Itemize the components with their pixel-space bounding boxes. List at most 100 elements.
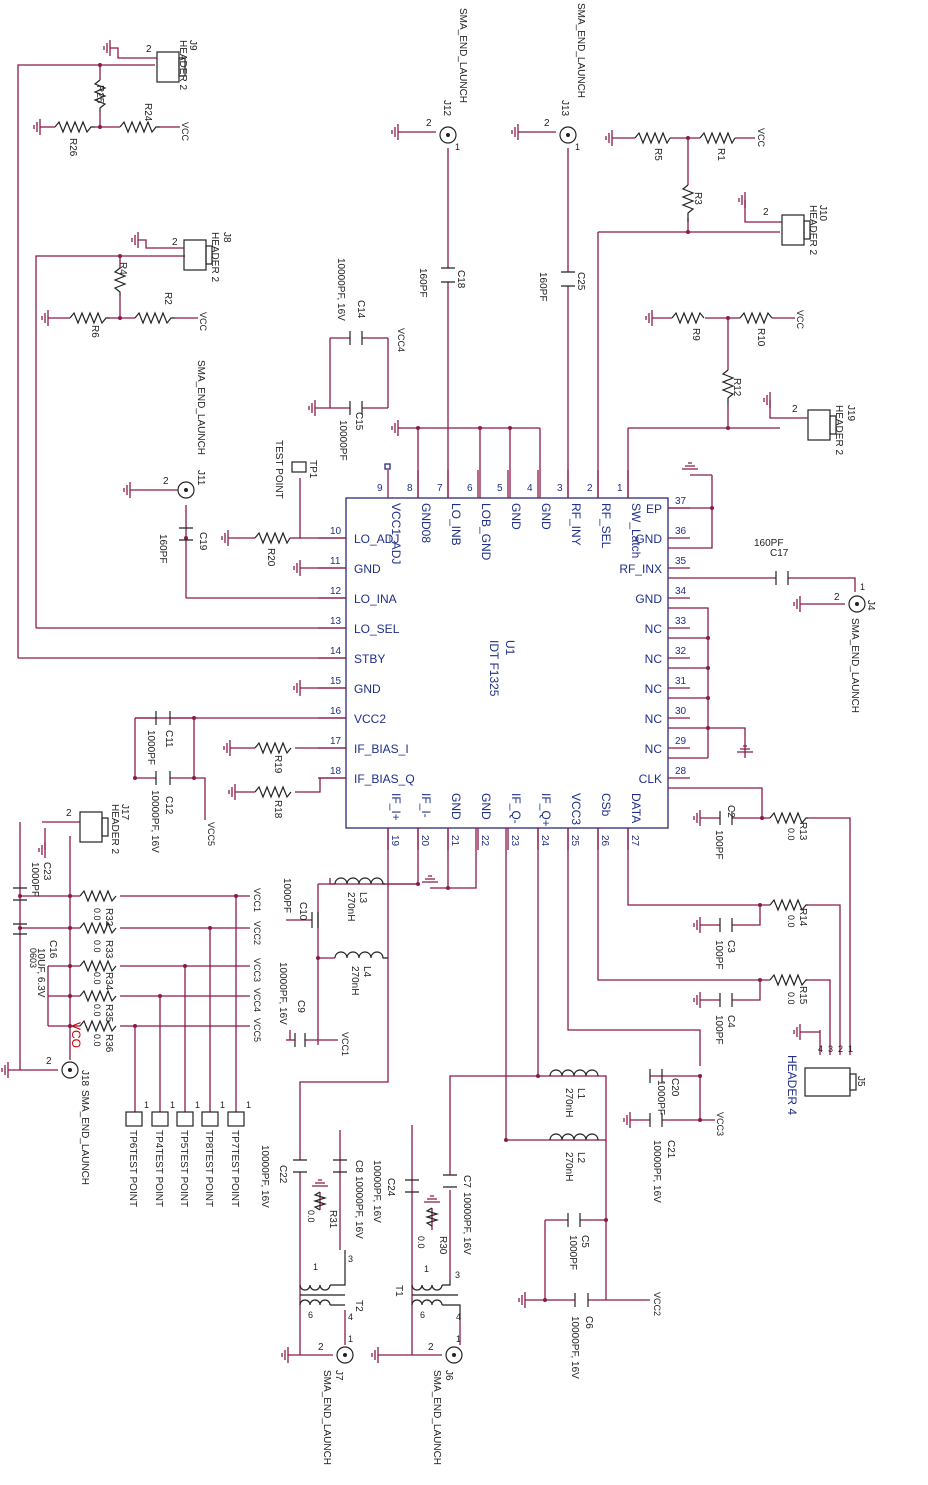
ground-icon <box>221 530 229 546</box>
c17-value: 160PF <box>754 538 783 549</box>
u1-pin-number: 18 <box>330 766 342 777</box>
ground-icon <box>312 1179 328 1187</box>
vcc3-label-c21: VCC3 <box>715 1112 725 1136</box>
r3-resistor <box>681 184 695 222</box>
c24-label: C24 <box>385 1178 396 1197</box>
r32-value: 0.0 <box>92 908 102 921</box>
j12-pin2: 2 <box>426 118 432 129</box>
j8-value: HEADER 2 <box>209 232 220 282</box>
junctions <box>18 63 764 1302</box>
c21-value: 10000PF, 16V <box>651 1140 662 1203</box>
u1-pin-name: GND <box>635 532 662 546</box>
c21-label: C21 <box>665 1140 676 1159</box>
l2-value: 270nH <box>563 1152 574 1181</box>
r20-label: R20 <box>265 548 276 567</box>
j13-pin1: 1 <box>575 142 580 152</box>
c14-label: C14 <box>355 300 366 319</box>
u1-pin-number: 1 <box>617 483 623 494</box>
t2-pin4: 4 <box>348 1312 353 1322</box>
c9-capacitor <box>294 1033 306 1047</box>
r34-resistor <box>79 959 117 973</box>
u1-pin-name: GND <box>479 793 493 820</box>
u1-pin-name: NC <box>645 682 663 696</box>
u1-pin-name: SW_Latch <box>629 503 643 558</box>
r10-resistor <box>739 311 773 325</box>
inductors <box>334 877 599 1141</box>
tp6-testpoint <box>125 1111 143 1127</box>
j5-pin3: 3 <box>828 1044 833 1054</box>
u1-pin-name: NC <box>645 742 663 756</box>
l1-inductor <box>549 1069 599 1077</box>
j4-sma <box>848 595 866 613</box>
c8-label: C8 <box>353 1160 364 1173</box>
r30-resistor <box>424 1207 440 1227</box>
r9-resistor <box>671 311 705 325</box>
u1-pin-name: VCC2 <box>354 712 386 726</box>
c12-label: C12 <box>163 796 174 815</box>
c23-capacitor <box>13 887 27 901</box>
vcc5-label-c12: VCC5 <box>206 822 216 846</box>
j7-pin2: 2 <box>318 1342 324 1353</box>
connectors <box>61 51 866 1364</box>
r3-label: R3 <box>692 192 703 205</box>
u1-pin-name: NC <box>645 712 663 726</box>
c19-capacitor <box>179 527 193 541</box>
c3-capacitor <box>719 918 733 932</box>
vcc1-rail-label: VCC1 <box>252 888 262 912</box>
c15-capacitor <box>349 401 363 415</box>
j10-pin2: 2 <box>763 207 769 218</box>
r6-label: R6 <box>89 325 100 338</box>
u1-pin-name: CLK <box>639 772 662 786</box>
c16-label: C16 <box>47 940 58 959</box>
t1-pin6: 6 <box>420 1310 425 1320</box>
j19-pin2: 2 <box>792 404 798 415</box>
vcc1-label-c9: VCC1 <box>340 1032 350 1056</box>
c7-label: C7 <box>461 1175 472 1188</box>
ground-icon <box>793 596 801 612</box>
u1-pin-name: LO_INA <box>354 592 397 606</box>
j9-value: HEADER 2 <box>177 40 188 90</box>
j18-pin2: 2 <box>46 1056 52 1067</box>
r35-resistor <box>79 989 117 1003</box>
r33-value: 0.0 <box>92 940 102 953</box>
j6-pin1: 1 <box>456 1334 461 1344</box>
tp8-testpoint <box>201 1111 219 1127</box>
u1-pin-name: VCC3 <box>569 793 583 825</box>
c10-capacitor <box>311 912 319 928</box>
c3-value: 100PF <box>713 940 724 969</box>
tp1-label: TP1 <box>307 460 318 479</box>
u1-pin-number: 35 <box>675 556 687 567</box>
r19-label: R19 <box>272 755 283 774</box>
r26-label: R26 <box>67 138 78 157</box>
j11-type: SMA_END_LAUNCH <box>195 360 206 455</box>
j17-label: J17 <box>119 804 130 821</box>
r10-label: R10 <box>755 328 766 347</box>
r12-label: R12 <box>731 378 742 397</box>
c25-capacitor <box>561 271 575 287</box>
j5-pin1: 1 <box>848 1044 853 1054</box>
vcc2-label-c6: VCC2 <box>652 1292 662 1316</box>
ground-icon <box>228 784 236 800</box>
u1-part: IDT F1325 <box>487 640 501 697</box>
u1-pin-number: 17 <box>330 736 342 747</box>
r1-resistor <box>699 131 736 145</box>
u1-pin-number: 27 <box>629 835 640 847</box>
r18-label: R18 <box>272 800 283 819</box>
c7-value: 10000PF, 16V <box>461 1192 472 1255</box>
t1-pin3: 3 <box>455 1270 460 1280</box>
c15-label: C15 <box>353 412 364 431</box>
r36-value: 0.0 <box>92 1034 102 1047</box>
u1-pin-name: VCC1_ADJ <box>389 503 403 564</box>
l4-value: 270nH <box>349 966 360 995</box>
u1-pin-number: 19 <box>389 835 400 847</box>
tp6-pin1: 1 <box>144 1100 149 1110</box>
r6-resistor <box>69 311 110 325</box>
u1-pin-number: 33 <box>675 616 687 627</box>
vco-label: VCO <box>69 1022 83 1048</box>
j6-type: SMA_END_LAUNCH <box>431 1370 442 1465</box>
ground-icon <box>281 1347 289 1363</box>
t2-pin3: 3 <box>348 1254 353 1264</box>
r33-resistor <box>79 921 117 935</box>
c21-capacitor <box>649 1113 663 1127</box>
j5-label: J5 <box>855 1076 866 1087</box>
